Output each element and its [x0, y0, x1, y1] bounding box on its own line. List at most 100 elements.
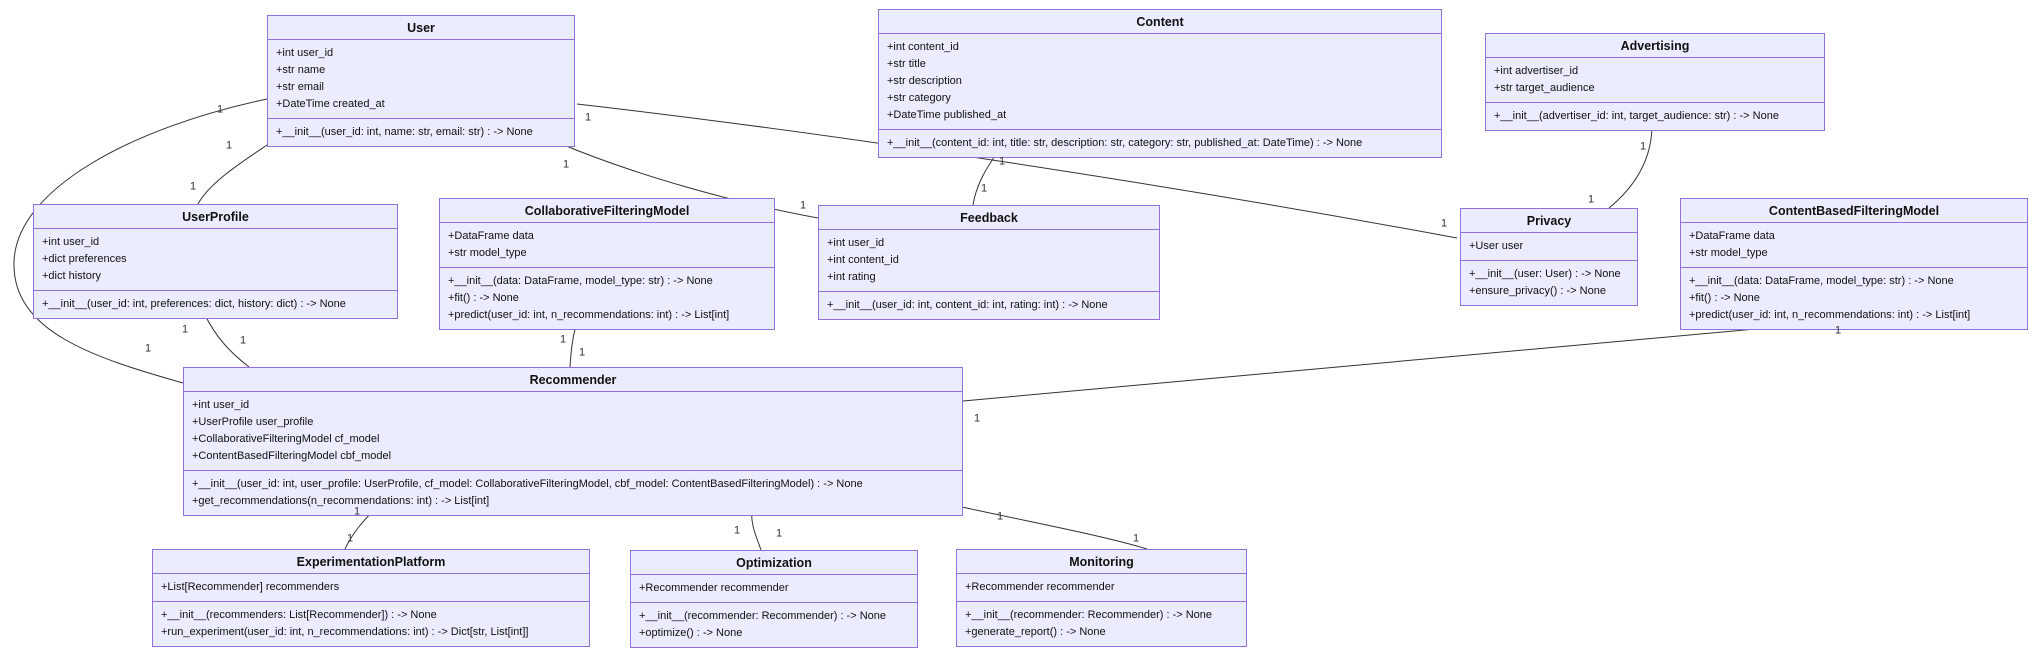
- class-attribute: +int rating: [827, 271, 876, 283]
- class-method: +get_recommendations(n_recommendations: …: [192, 495, 490, 507]
- edge-advertising-privacy: [1608, 124, 1653, 209]
- edge-recommender-monitoring: [961, 506, 1148, 550]
- class-attribute: +DateTime published_at: [887, 109, 1007, 121]
- class-method: +__init__(user_id: int, name: str, email…: [276, 126, 533, 138]
- methods-section: +__init__(user_id: int, preferences: dic…: [34, 291, 397, 318]
- attributes-section: +int user_id +dict preferences +dict histo…: [34, 229, 397, 291]
- class-attribute: +DataFrame data: [1689, 230, 1775, 242]
- class-attribute: +int content_id: [827, 254, 899, 266]
- multiplicity-label: 1: [189, 180, 197, 193]
- class-box-user: User+int user_id+str name+str email+Date…: [267, 15, 575, 147]
- attributes-section: +int user_id +UserProfile user_profile +Co…: [184, 392, 962, 471]
- class-method: +__init__(recommenders: List[Recommender…: [161, 609, 437, 621]
- class-attribute: +str model_type: [448, 247, 527, 259]
- attributes-section: +DataFrame data +str model_type: [440, 223, 774, 268]
- class-box-monitoring: Monitoring+Recommender recommender+__ini…: [956, 549, 1247, 647]
- class-title: Recommender: [184, 368, 962, 392]
- multiplicity-label: 1: [346, 532, 354, 545]
- multiplicity-label: 1: [353, 505, 361, 518]
- class-attribute: +DataFrame data: [448, 230, 534, 242]
- class-attribute: +int user_id: [276, 47, 334, 59]
- methods-section: +__init__(user_id: int, name: str, email…: [268, 119, 574, 146]
- class-attribute: +Recommender recommender: [639, 582, 789, 594]
- methods-section: +__init__(user_id: int, content_id: int,…: [819, 292, 1159, 319]
- methods-section: +__init__(recommender: Recommender) : ->…: [631, 603, 917, 647]
- class-method: +__init__(user_id: int, user_profile: Us…: [192, 478, 863, 490]
- multiplicity-label: 1: [799, 199, 807, 212]
- class-method: +predict(user_id: int, n_recommendations…: [448, 309, 730, 321]
- attributes-section: +DataFrame data +str model_type: [1681, 223, 2027, 268]
- class-method: +__init__(data: DataFrame, model_type: s…: [448, 275, 713, 287]
- class-box-userprofile: UserProfile +int user_id +dict preferences…: [33, 204, 398, 319]
- attributes-section: +List[Recommender] recommenders: [153, 574, 589, 602]
- class-attribute: +int content_id: [887, 41, 959, 53]
- multiplicity-label: 1: [980, 182, 988, 195]
- class-attribute: +CollaborativeFilteringModel cf_model: [192, 433, 380, 445]
- class-attribute: +str title: [887, 58, 926, 70]
- methods-section: +__init__(data: DataFrame, model_type: s…: [440, 268, 774, 329]
- class-attribute: +int user_id: [827, 237, 885, 249]
- class-title: ContentBasedFilteringModel: [1681, 199, 2027, 223]
- class-method: +__init__(user_id: int, content_id: int,…: [827, 299, 1108, 311]
- class-title: UserProfile: [34, 205, 397, 229]
- class-method: +__init__(recommender: Recommender) : ->…: [965, 609, 1213, 621]
- edge-userprofile-recommender: [203, 312, 250, 368]
- class-box-recommender: Recommender +int user_id +UserProfile user…: [183, 367, 963, 516]
- multiplicity-label: 1: [225, 139, 233, 152]
- class-attribute: +int user_id: [192, 399, 250, 411]
- class-attribute: +ContentBasedFilteringModel cbf_model: [192, 450, 392, 462]
- multiplicity-label: 1: [973, 412, 981, 425]
- attributes-section: +int advertiser_id+str target_audience: [1486, 58, 1824, 103]
- class-method: +run_experiment(user_id: int, n_recommen…: [161, 626, 529, 638]
- class-title: Privacy: [1461, 209, 1637, 233]
- class-box-collaborativefilteringmodel: CollaborativeFilteringModel+DataFrame da…: [439, 198, 775, 330]
- class-attribute: +int advertiser_id: [1494, 65, 1579, 77]
- multiplicity-label: 1: [1440, 217, 1448, 230]
- class-attribute: +dict preferences: [42, 253, 127, 265]
- edge-user-privacy: [576, 103, 1458, 239]
- class-method: +__init__(advertiser_id: int, target_aud…: [1494, 110, 1779, 122]
- methods-section: +__init__(user_id: int, user_profile: Us…: [184, 471, 962, 515]
- multiplicity-label: 1: [216, 103, 224, 116]
- edge-contentbasedfilteringmodel-recommender: [962, 319, 1855, 402]
- class-attribute: +str model_type: [1689, 247, 1768, 259]
- multiplicity-label: 1: [562, 158, 570, 171]
- class-box-optimization: Optimization +Recommender recommender +__i…: [630, 550, 918, 648]
- class-attribute: +dict history: [42, 270, 101, 282]
- class-box-advertising: Advertising+int advertiser_id+str target…: [1485, 33, 1825, 131]
- class-box-experimentationplatform: ExperimentationPlatform+List[Recommender…: [152, 549, 590, 647]
- multiplicity-label: 1: [584, 111, 592, 124]
- class-box-privacy: Privacy+User user+__init__(user: User) :…: [1460, 208, 1638, 306]
- class-attribute: +int user_id: [42, 236, 100, 248]
- multiplicity-label: 1: [1132, 532, 1140, 545]
- class-method: +optimize() : -> None: [639, 627, 743, 639]
- edge-user-recommender: [13, 98, 268, 384]
- class-method: +__init__(data: DataFrame, model_type: s…: [1689, 275, 1954, 287]
- class-method: +__init__(user_id: int, preferences: dic…: [42, 298, 346, 310]
- class-title: User: [268, 16, 574, 40]
- class-method: +__init__(recommender: Recommender) : ->…: [639, 610, 887, 622]
- edge-user-feedback: [558, 142, 819, 219]
- multiplicity-label: 1: [144, 342, 152, 355]
- class-method: +predict(user_id: int, n_recommendations…: [1689, 309, 1971, 321]
- edge-user-userprofile: [197, 142, 271, 205]
- multiplicity-label: 1: [578, 346, 586, 359]
- multiplicity-label: 1: [239, 334, 247, 347]
- class-title: Optimization: [631, 551, 917, 575]
- attributes-section: +Recommender recommender: [631, 575, 917, 603]
- class-attribute: +UserProfile user_profile: [192, 416, 314, 428]
- class-method: +generate_report() : -> None: [965, 626, 1106, 638]
- methods-section: +__init__(recommender: Recommender) : ->…: [957, 602, 1246, 646]
- class-box-contentbasedfilteringmodel: ContentBasedFilteringModel+DataFrame dat…: [1680, 198, 2028, 330]
- multiplicity-label: 1: [733, 524, 741, 537]
- class-method: +fit() : -> None: [1689, 292, 1760, 304]
- multiplicity-label: 1: [1834, 324, 1842, 337]
- multiplicity-label: 1: [181, 323, 189, 336]
- methods-section: +__init__(data: DataFrame, model_type: s…: [1681, 268, 2027, 329]
- class-method: +ensure_privacy() : -> None: [1469, 285, 1606, 297]
- class-title: ExperimentationPlatform: [153, 550, 589, 574]
- class-attribute: +str email: [276, 81, 324, 93]
- methods-section: +__init__(content_id: int, title: str, d…: [879, 130, 1441, 157]
- class-attribute: +str name: [276, 64, 326, 76]
- multiplicity-label: 1: [996, 510, 1004, 523]
